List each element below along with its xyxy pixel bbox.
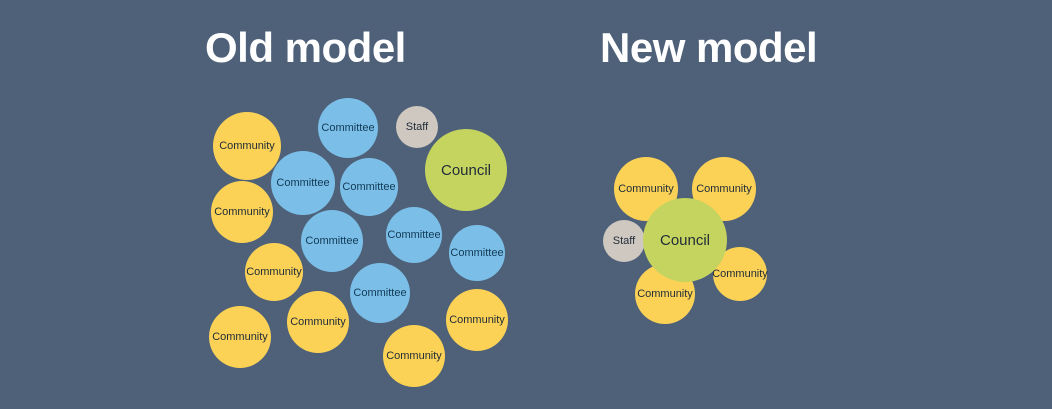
node-label: Community [618,182,674,195]
panel-title-old-model: Old model [205,24,406,71]
node-label: Community [712,267,768,280]
node-staff: Staff [603,220,645,262]
node-label: Community [696,182,752,195]
node-label: Staff [612,234,636,247]
node-label: Community [637,287,693,300]
node-label: Council [659,231,711,249]
node-community: Community [383,325,445,387]
panel-title-new-model: New model [600,24,818,71]
node-council: Council [643,198,727,282]
